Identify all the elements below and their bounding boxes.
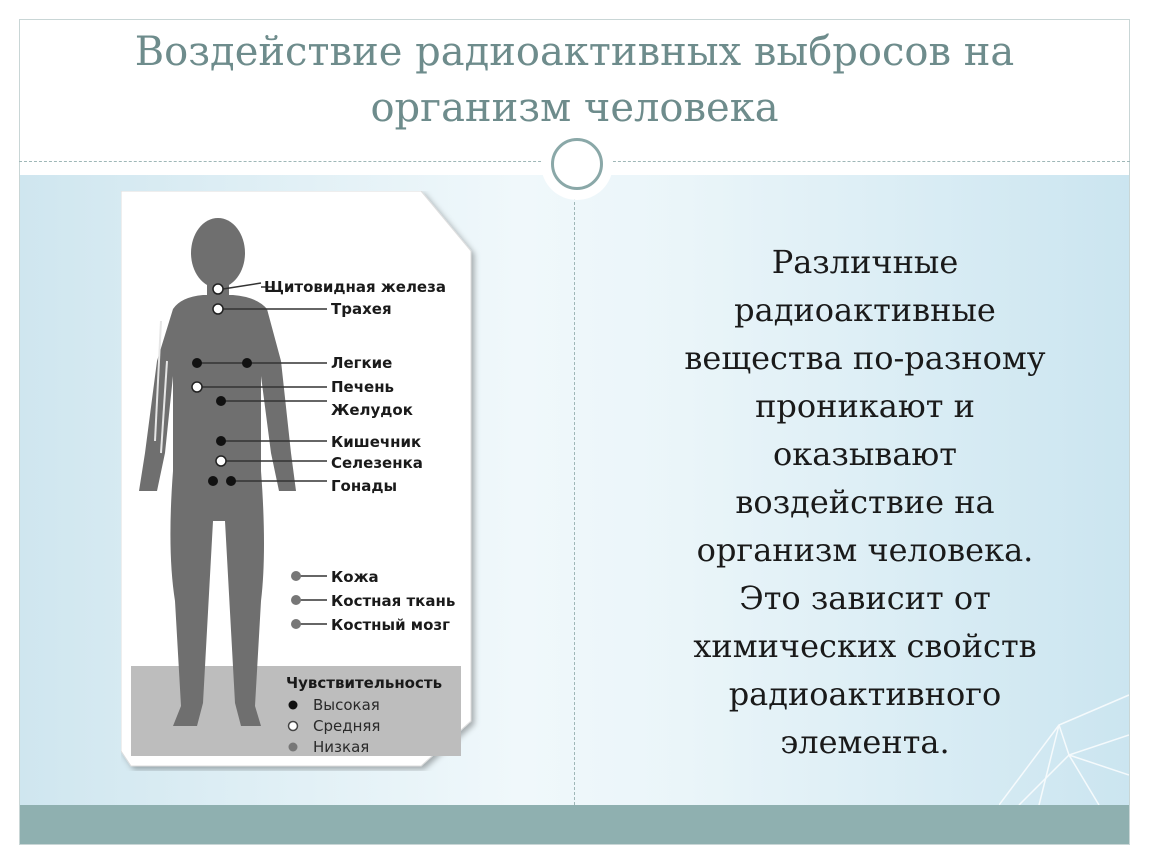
legend-medium: Средняя [313,717,380,735]
slide-title: Воздействие радиоактивных выбросов на ор… [134,29,1015,131]
body-line: химических свойств [693,627,1037,665]
ornament-ring [551,138,603,190]
body-line: вещества по-разному [684,339,1046,377]
organ-markers [199,282,327,625]
radiosensitivity-figure: Щитовидная железа Трахея Легкие Печень Ж… [121,191,472,767]
legend-title: Чувствительность [286,674,442,692]
body-line: Различные [771,243,959,281]
body-line: оказывают [773,435,957,473]
column-divider [574,197,575,805]
label-stomach: Желудок [331,401,413,419]
legend-high: Высокая [313,696,380,714]
body-line: воздействие на [735,483,995,521]
label-trachea: Трахея [331,300,392,318]
label-skin: Кожа [331,568,379,586]
title-ornament [541,128,613,200]
body-line: проникают и [755,387,975,425]
body-line: радиоактивного [728,675,1002,713]
body-line: радиоактивные [734,291,996,329]
body-line: Это зависит от [739,579,991,617]
organ-dots [191,283,301,629]
label-bone-tissue: Костная ткань [331,592,455,610]
label-liver: Печень [331,378,394,396]
bottom-bar [20,805,1129,844]
body-line: элемента. [780,723,950,761]
label-thyroid: Щитовидная железа [264,278,446,296]
legend-low: Низкая [313,738,369,756]
body-text: Различные радиоактивные вещества по-разн… [610,238,1120,766]
label-gonads: Гонады [331,477,397,495]
label-intestine: Кишечник [331,433,421,451]
arm-bones [154,320,168,454]
human-silhouette [139,218,296,726]
label-lungs: Легкие [331,354,392,372]
label-bone-marrow: Костный мозг [331,616,450,634]
crystal-decoration [999,694,1129,805]
title-area: Воздействие радиоактивных выбросов на ор… [19,19,1130,161]
label-spleen: Селезенка [331,454,423,472]
body-line: организм человека. [696,531,1034,569]
